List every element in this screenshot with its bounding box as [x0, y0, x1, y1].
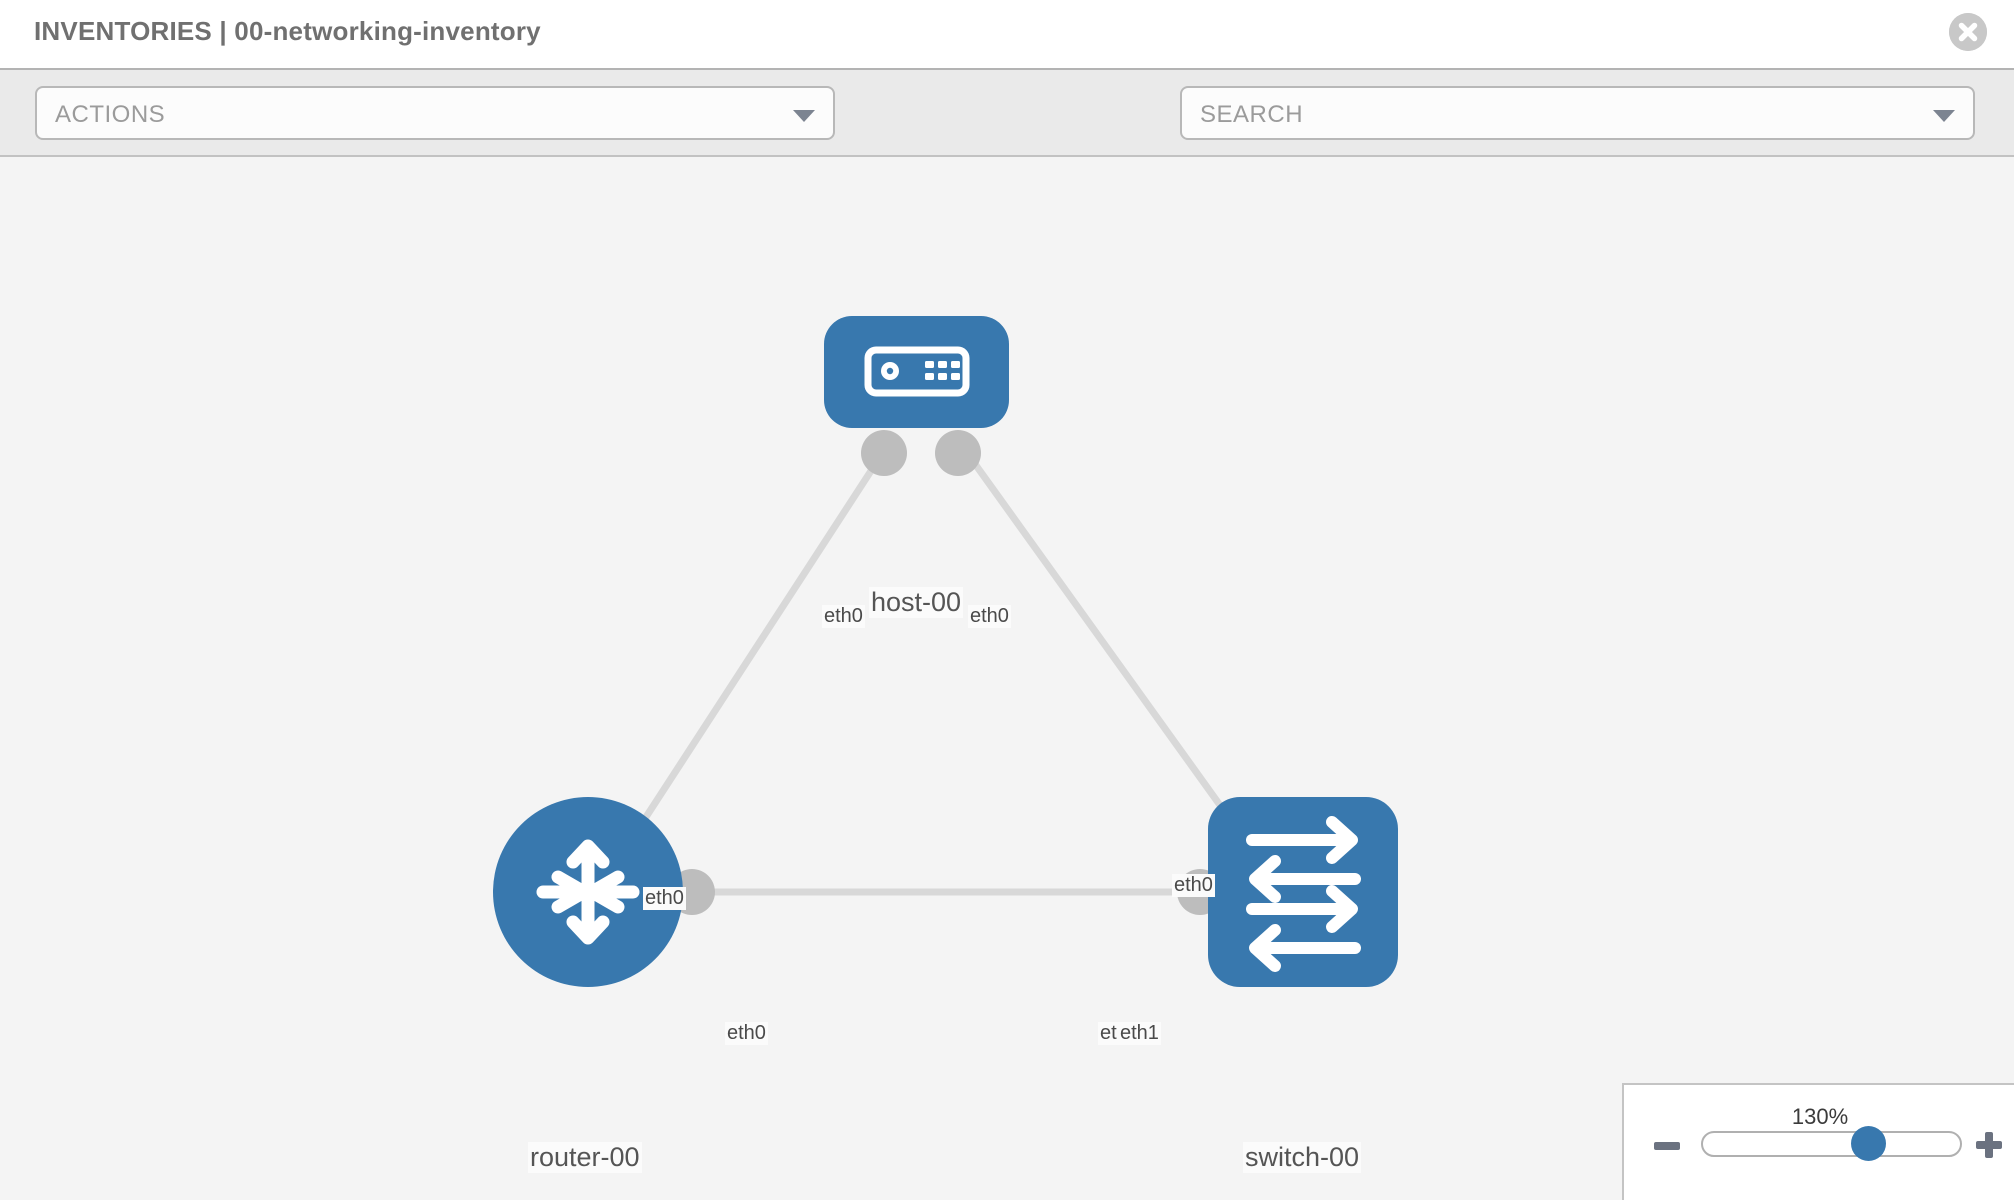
connector-nub — [861, 430, 907, 476]
page-header: INVENTORIES | 00-networking-inventory — [0, 0, 2014, 68]
link-host-router — [617, 455, 883, 859]
topology-connectors — [669, 430, 1255, 915]
edge-label-router-host: eth0 — [643, 887, 686, 910]
edge-label-switch-host: eth0 — [1172, 874, 1215, 897]
topology-graph — [493, 316, 1398, 987]
topology-links — [617, 454, 1253, 896]
node-switch-00[interactable] — [1208, 797, 1398, 987]
node-router-00[interactable] — [493, 797, 683, 987]
toolbar: ACTIONS SEARCH — [0, 68, 2014, 198]
search-placeholder: SEARCH — [1200, 101, 1304, 128]
zoom-slider-thumb[interactable] — [1851, 1126, 1886, 1161]
topology-canvas[interactable]: eth0 host-00 eth0 eth0 eth0 eth0 eth0 et… — [0, 157, 2014, 1200]
node-label-router-00: router-00 — [528, 1142, 642, 1173]
node-label-host-00: host-00 — [869, 587, 964, 618]
connector-nub — [935, 430, 981, 476]
plus-icon[interactable] — [1976, 1132, 2002, 1158]
edge-label-host-switch-a: eth0 — [968, 605, 1011, 628]
chevron-down-icon — [793, 110, 815, 122]
minus-icon[interactable] — [1654, 1142, 1680, 1150]
edge-label-host-router-a: eth0 — [822, 605, 865, 628]
zoom-level-label: 130% — [1791, 1104, 1849, 1129]
actions-dropdown[interactable]: ACTIONS — [35, 86, 835, 140]
node-label-switch-00: switch-00 — [1243, 1142, 1362, 1173]
search-input[interactable]: SEARCH — [1180, 86, 1975, 140]
edge-label-router-switch-b: eth1 — [1118, 1022, 1161, 1045]
chevron-down-icon[interactable] — [1933, 110, 1955, 122]
page-title: INVENTORIES | 00-networking-inventory — [34, 16, 541, 46]
zoom-slider-track[interactable] — [1701, 1131, 1962, 1157]
zoom-control-panel: 130% — [1622, 1083, 2014, 1200]
actions-dropdown-label: ACTIONS — [55, 101, 166, 128]
link-host-switch — [967, 454, 1253, 850]
node-host-00[interactable] — [824, 316, 1009, 428]
edge-label-router-switch-a: eth0 — [725, 1022, 768, 1045]
close-icon[interactable] — [1949, 13, 1987, 51]
